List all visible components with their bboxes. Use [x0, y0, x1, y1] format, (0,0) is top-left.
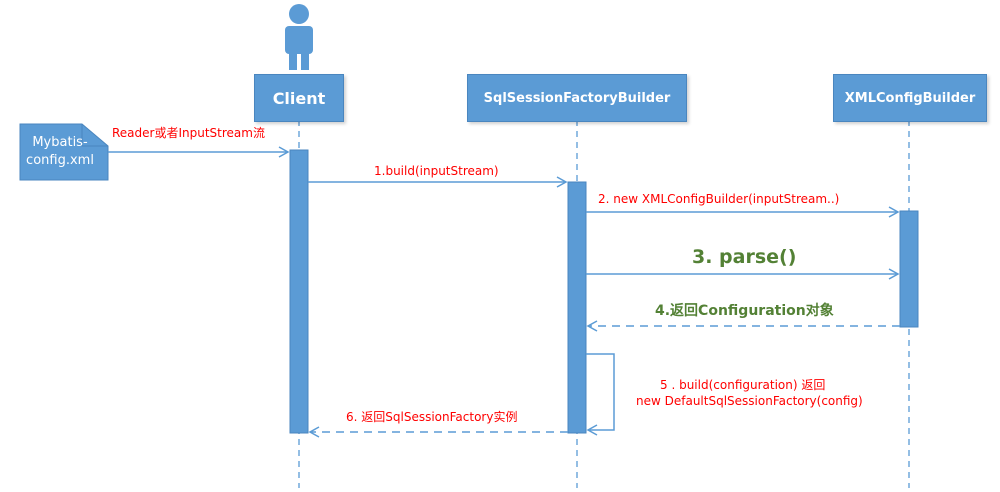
- participant-xml-label: XMLConfigBuilder: [844, 90, 976, 106]
- note-line-2: config.xml: [26, 153, 94, 168]
- note-text: Mybatis- config.xml: [20, 134, 100, 170]
- message-5-arrow: [586, 353, 615, 436]
- participant-client-label: Client: [272, 88, 326, 108]
- participant-builder-label: SqlSessionFactoryBuilder: [483, 90, 671, 106]
- message-5-label-line-1: 5 . build(configuration) 返回: [660, 378, 826, 392]
- message-6-label: 6. 返回SqlSessionFactory实例: [346, 410, 518, 424]
- message-1-label: 1.build(inputStream): [374, 164, 499, 178]
- message-0-label: Reader或者InputStream流: [112, 126, 265, 140]
- builder-activation: [567, 181, 587, 434]
- user-icon: [285, 4, 313, 70]
- message-2-label: 2. new XMLConfigBuilder(inputStream..): [598, 192, 840, 206]
- message-5-label-line-2: new DefaultSqlSessionFactory(config): [636, 394, 863, 408]
- message-4-label: 4.返回Configuration对象: [655, 303, 834, 319]
- note-line-1: Mybatis-: [32, 135, 88, 150]
- client-activation: [289, 149, 309, 434]
- participant-sqlsessionfactorybuilder: SqlSessionFactoryBuilder: [467, 74, 687, 122]
- xml-activation: [899, 210, 919, 328]
- participant-client: Client: [254, 74, 344, 122]
- participant-xmlconfigbuilder: XMLConfigBuilder: [833, 74, 987, 122]
- config-note: [19, 123, 109, 181]
- message-3-label: 3. parse(): [692, 246, 797, 268]
